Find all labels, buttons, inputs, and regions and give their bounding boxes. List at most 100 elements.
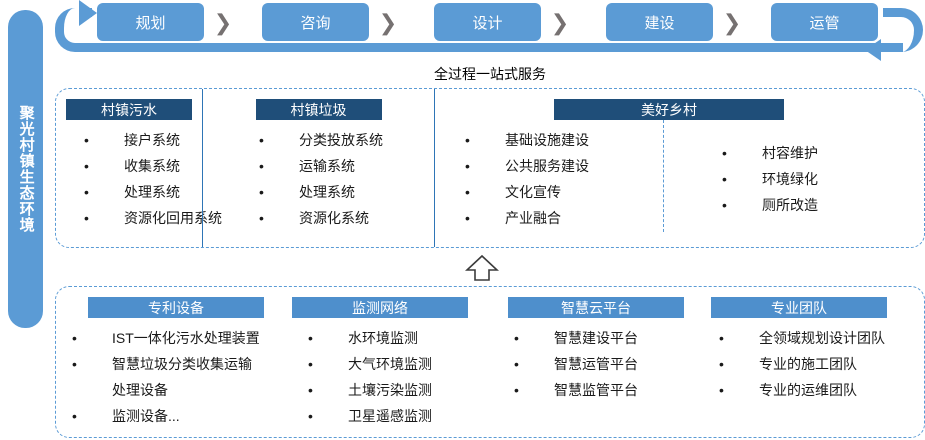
bullet-icon: • [308, 356, 313, 372]
bullet-icon: • [465, 132, 470, 148]
process-step-4[interactable]: 建设 [606, 3, 713, 41]
chevron-right-icon-1: ❯ [213, 10, 233, 36]
cycle-arrow-bar [75, 43, 903, 52]
chevron-right-icon-4: ❯ [722, 10, 742, 36]
service-caption: 全过程一站式服务 [434, 66, 546, 82]
list-item-label: 产业融合 [505, 210, 561, 226]
bullet-icon: • [719, 330, 724, 346]
list-item-label: 水环境监测 [348, 330, 418, 346]
bullet-icon: • [84, 184, 89, 200]
bullet-icon: • [259, 158, 264, 174]
capabilities-column-equipment-title: 专利设备 [88, 297, 264, 318]
services-wastewater-list: •接户系统 • 收集系统 • 处理系统 • 资源化回用系统 [84, 120, 222, 231]
bullet-icon: • [465, 184, 470, 200]
list-item: •接户系统 [84, 127, 202, 153]
services-column-village-title: 美好乡村 [554, 99, 784, 120]
services-panel: 村镇污水 •接户系统 •收集系统 •处理系统 •资源化回用系统 村镇垃圾 •分类… [55, 88, 925, 248]
list-item-label: 运输系统 [299, 158, 355, 174]
list-item: •智慧建设平台 [514, 325, 701, 351]
sidebar-vertical-banner: 聚光村镇生态环境 [8, 10, 43, 328]
list-item: • 产业融合 [465, 205, 663, 231]
services-garbage-list: •分类投放系统 • 运输系统 •处理系统 • 资源化系统 [259, 120, 434, 231]
process-step-1-label: 规划 [135, 14, 166, 32]
list-item: • 运输系统 [259, 153, 434, 179]
list-item-label: 处理系统 [124, 184, 180, 200]
bullet-icon: • [719, 356, 724, 372]
list-item-label: 专业的施工团队 [759, 356, 857, 372]
list-item-label: 智慧运管平台 [554, 356, 638, 372]
services-village-list: • 基础设施建设 • 公共服务建设 •文化宣传 • 产业融合 [465, 120, 663, 231]
process-step-5[interactable]: 运管 [771, 3, 878, 41]
bullet-icon: • [72, 408, 77, 424]
bullet-icon: • [259, 132, 264, 148]
capabilities-cloud-list: •智慧建设平台 • 智慧运管平台 • 智慧监管平台 [514, 318, 701, 403]
capabilities-equipment-list: •IST一体化污水处理装置 •智慧垃圾分类收集运输 处理设备 •监测设备... [72, 318, 284, 429]
services-village-sublist: •村容维护 • 环境绿化 • 厕所改造 [722, 120, 924, 218]
capabilities-column-monitoring-title: 监测网络 [292, 297, 468, 318]
chevron-right-icon-3: ❯ [550, 10, 570, 36]
list-item: • 全领域规划设计团队 [719, 325, 924, 351]
bullet-icon: • [308, 382, 313, 398]
capabilities-monitoring-list: •水环境监测 •大气环境监测 •土壤污染监测 •卫星遥感监测 [308, 318, 492, 429]
bullet-icon: • [72, 356, 77, 372]
list-item: • 收集系统 [84, 153, 202, 179]
process-step-3[interactable]: 设计 [434, 3, 541, 41]
bullet-icon: • [84, 132, 89, 148]
list-item: •村容维护 [722, 140, 924, 166]
bullet-icon: • [514, 382, 519, 398]
bullet-icon: • [719, 382, 724, 398]
list-item-label: 智慧监管平台 [554, 382, 638, 398]
list-item: •分类投放系统 [259, 127, 434, 153]
process-step-2[interactable]: 咨询 [262, 3, 369, 41]
services-village-right-group: •村容维护 • 环境绿化 • 厕所改造 [663, 120, 924, 232]
list-item: • 处理系统 [84, 179, 202, 205]
bullet-icon: • [84, 158, 89, 174]
list-item-label: 智慧垃圾分类收集运输 [112, 356, 252, 372]
capabilities-column-cloud: 智慧云平台 •智慧建设平台 •智慧运管平台 •智慧监管平台 [492, 287, 701, 437]
services-column-wastewater: 村镇污水 •接户系统 •收集系统 •处理系统 •资源化回用系统 [56, 89, 222, 247]
cycle-arrow-left-hook [55, 8, 89, 52]
list-item: •文化宣传 [465, 179, 663, 205]
bullet-icon: • [514, 356, 519, 372]
list-item-label: 基础设施建设 [505, 132, 589, 148]
process-step-2-label: 咨询 [300, 14, 331, 32]
services-column-garbage-title: 村镇垃圾 [255, 99, 382, 120]
list-item: •卫星遥感监测 [308, 403, 492, 429]
list-item: 处理设备 [72, 377, 284, 403]
list-item: • 土壤污染监测 [308, 377, 492, 403]
process-step-5-label: 运管 [809, 14, 840, 32]
list-item: • 资源化系统 [259, 205, 434, 231]
list-item-label: 环境绿化 [762, 171, 818, 187]
capabilities-column-equipment: 专利设备 •IST一体化污水处理装置 •智慧垃圾分类收集运输 处理设备 •监测设… [56, 287, 284, 437]
chevron-right-icon-2: ❯ [378, 10, 398, 36]
list-item-label: 厕所改造 [762, 197, 818, 213]
list-item-label: 资源化回用系统 [124, 210, 222, 226]
list-item: • 智慧垃圾分类收集运输 [72, 351, 284, 377]
capabilities-panel: 专利设备 •IST一体化污水处理装置 •智慧垃圾分类收集运输 处理设备 •监测设… [55, 286, 925, 438]
bullet-icon: • [308, 408, 313, 424]
list-item-label: 土壤污染监测 [348, 382, 432, 398]
list-item-label: 全领域规划设计团队 [759, 330, 885, 346]
list-item-label: IST一体化污水处理装置 [112, 330, 260, 346]
list-item-label: 公共服务建设 [505, 158, 589, 174]
process-step-3-label: 设计 [472, 14, 503, 32]
process-step-1[interactable]: 规划 [97, 3, 204, 41]
capabilities-column-team-title: 专业团队 [711, 297, 887, 318]
bullet-icon: • [465, 158, 470, 174]
list-item-label: 资源化系统 [299, 210, 369, 226]
list-item-label: 村容维护 [762, 145, 818, 161]
list-item: •水环境监测 [308, 325, 492, 351]
bullet-icon: • [259, 210, 264, 226]
bullet-icon: • [465, 210, 470, 226]
bullet-icon: • [722, 197, 727, 213]
list-item-label: 收集系统 [124, 158, 180, 174]
list-item: •处理系统 [259, 179, 434, 205]
list-item: • 智慧监管平台 [514, 377, 701, 403]
process-flow-strip: 规划 ❯ 咨询 ❯ 设计 ❯ 建设 ❯ 运管 [55, 0, 925, 62]
cycle-arrow-head-icon [79, 0, 97, 26]
services-column-village: 美好乡村 •基础设施建设 •公共服务建设 •文化宣传 •产业融合 •村容维护 •… [434, 89, 924, 247]
capabilities-column-monitoring: 监测网络 •水环境监测 •大气环境监测 •土壤污染监测 •卫星遥感监测 [284, 287, 492, 437]
list-item: • 智慧运管平台 [514, 351, 701, 377]
bullet-icon: • [722, 171, 727, 187]
bullet-icon: • [72, 330, 77, 346]
